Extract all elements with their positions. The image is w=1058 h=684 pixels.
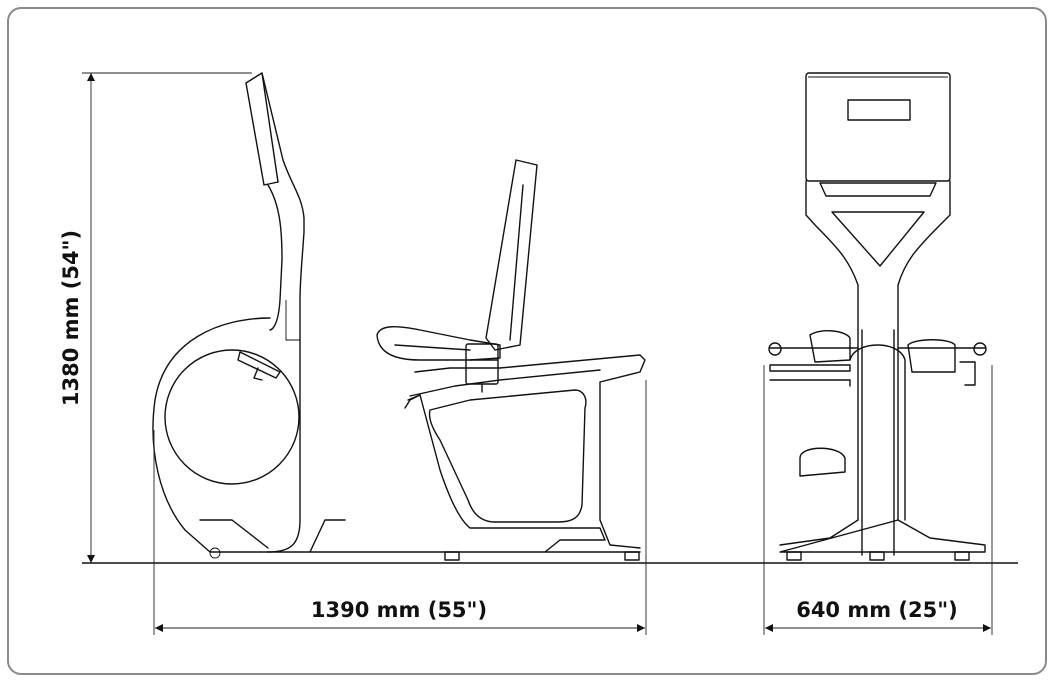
front-view-bike bbox=[768, 72, 987, 561]
height-label: 1380 mm (54") bbox=[59, 230, 83, 406]
side-length-label: 1390 mm (55") bbox=[311, 598, 487, 622]
front-width-label: 640 mm (25") bbox=[796, 598, 958, 622]
side-length-dimension bbox=[153, 380, 647, 635]
side-view-bike bbox=[152, 72, 646, 561]
height-dimension bbox=[82, 72, 252, 563]
front-width-dimension bbox=[763, 365, 993, 635]
